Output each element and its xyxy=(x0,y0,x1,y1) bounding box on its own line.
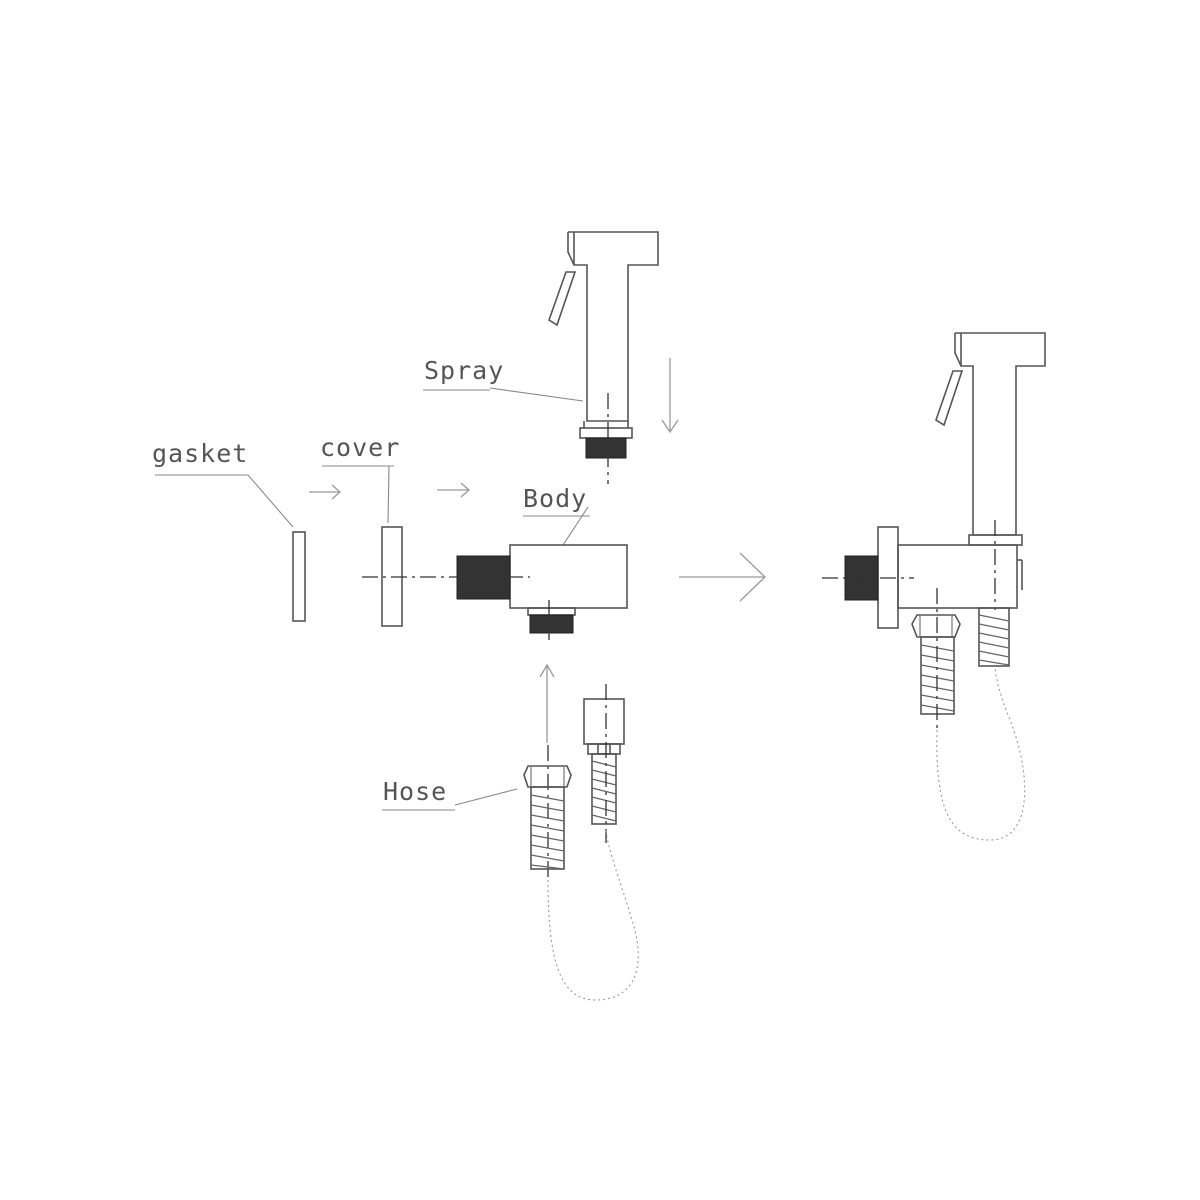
label-body: Body xyxy=(523,484,587,513)
label-spray-group: Spray xyxy=(423,356,584,402)
body-rear-thread xyxy=(456,555,511,600)
body-bottom-thread xyxy=(529,614,574,634)
spray-thread xyxy=(585,437,627,459)
spray-part xyxy=(548,231,659,484)
arrow-cover-to-body xyxy=(437,482,470,498)
leader-cover xyxy=(387,465,390,524)
arrow-assembly-result xyxy=(679,552,766,602)
label-cover: cover xyxy=(320,433,400,462)
assembled-unit xyxy=(822,332,1046,841)
label-hose-group: Hose xyxy=(382,777,518,811)
arrow-spray-down xyxy=(661,358,679,434)
leader-gasket xyxy=(247,474,294,528)
label-cover-group: cover xyxy=(320,433,400,524)
body-part xyxy=(456,544,628,640)
hose-part xyxy=(523,684,639,1001)
arrow-gasket-to-cover xyxy=(309,484,341,500)
leader-hose xyxy=(454,788,518,806)
leader-spray xyxy=(489,387,584,402)
label-gasket-group: gasket xyxy=(152,439,294,528)
leader-body xyxy=(562,506,589,546)
label-hose: Hose xyxy=(383,777,447,806)
gasket-part xyxy=(292,531,306,622)
arrow-hose-up xyxy=(539,663,555,743)
label-gasket: gasket xyxy=(152,439,248,468)
label-spray: Spray xyxy=(424,356,504,385)
label-body-group: Body xyxy=(523,484,590,546)
